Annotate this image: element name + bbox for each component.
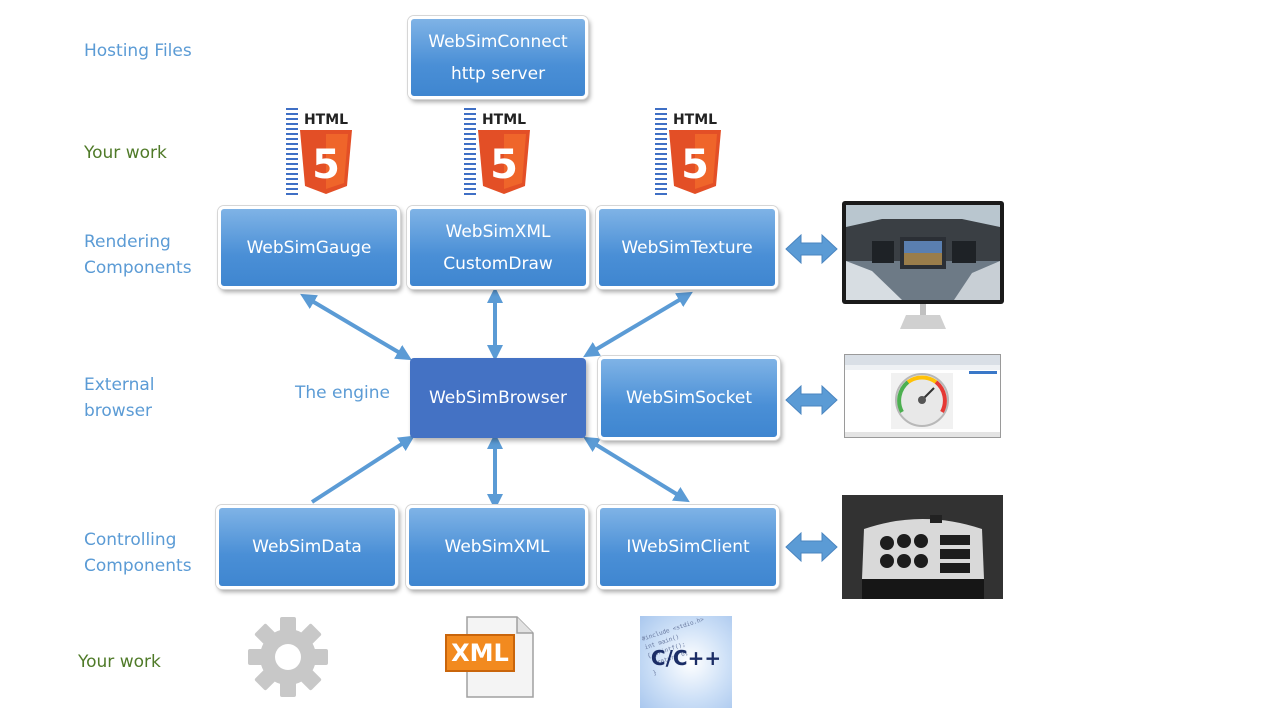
label-rendering-line2: Components: [84, 258, 192, 278]
code-strip-icon: [286, 108, 298, 198]
label-external-browser: External browser: [84, 372, 155, 424]
label-external-line2: browser: [84, 401, 153, 421]
box-websimxml-customdraw: WebSimXML CustomDraw: [407, 206, 589, 289]
box-websimtexture: WebSimTexture: [596, 206, 778, 289]
xml-badge: XML: [445, 634, 515, 672]
box-websimsocket-label: WebSimSocket: [625, 388, 753, 408]
arrow-gauge-browser: [300, 293, 412, 361]
box-websimxml: WebSimXML: [406, 505, 588, 589]
arrow-texture-browser: [583, 291, 693, 358]
html5-label: HTML: [304, 112, 348, 128]
box-iwebsimclient: IWebSimClient: [597, 505, 779, 589]
html5-label: HTML: [673, 112, 717, 128]
box-websimbrowser: WebSimBrowser: [410, 358, 586, 438]
html5-digit: 5: [490, 142, 518, 188]
browser-gauge-icon: [844, 354, 1001, 438]
box-websimconnect: WebSimConnect http server: [408, 16, 588, 99]
label-rendering-line1: Rendering: [84, 232, 171, 252]
gear-icon: [248, 617, 328, 697]
box-websimconnect-line2: http server: [450, 63, 546, 84]
double-arrow-socket-browser: [785, 384, 838, 416]
box-websimtexture-label: WebSimTexture: [621, 237, 753, 258]
box-customdraw-line1: WebSimXML: [445, 221, 551, 242]
code-strip-icon: [464, 108, 476, 198]
html5-icon: HTML 5: [464, 108, 534, 198]
box-websimbrowser-label: WebSimBrowser: [428, 388, 568, 408]
box-websimgauge: WebSimGauge: [218, 206, 400, 289]
box-websimsocket: WebSimSocket: [598, 356, 780, 440]
monitor-cockpit-icon: [842, 201, 1004, 329]
box-iwebsimclient-label: IWebSimClient: [626, 537, 750, 557]
box-websimgauge-label: WebSimGauge: [246, 237, 372, 258]
html5-icon: HTML 5: [286, 108, 356, 198]
box-customdraw-line2: CustomDraw: [443, 253, 553, 274]
code-strip-icon: [655, 108, 667, 198]
html5-digit: 5: [312, 142, 340, 188]
arrow-data-browser: [310, 435, 415, 504]
label-controlling-line1: Controlling: [84, 530, 177, 550]
html5-digit: 5: [681, 142, 709, 188]
cpp-code-icon: #include <stdio.h>int main(){ printf(); …: [640, 616, 732, 708]
label-your-work-bottom: Your work: [78, 652, 161, 672]
label-controlling-line2: Components: [84, 556, 192, 576]
xml-file-icon: XML: [445, 616, 535, 698]
double-arrow-texture-monitor: [785, 233, 838, 265]
label-the-engine: The engine: [295, 383, 391, 403]
html5-label: HTML: [482, 112, 526, 128]
label-external-line1: External: [84, 375, 155, 395]
box-websimdata: WebSimData: [216, 505, 398, 589]
box-websimdata-label: WebSimData: [252, 537, 362, 557]
cpp-label: C/C++: [650, 646, 722, 670]
double-arrow-client-cockpit: [785, 531, 838, 563]
cockpit-panel-icon: [842, 495, 1003, 599]
html5-icon: HTML 5: [655, 108, 725, 198]
box-websimconnect-line1: WebSimConnect: [428, 31, 568, 52]
label-hosting-files: Hosting Files: [84, 41, 192, 61]
box-websimxml-label: WebSimXML: [444, 537, 550, 557]
label-your-work-top: Your work: [84, 143, 167, 163]
arrow-client-browser: [583, 436, 690, 503]
